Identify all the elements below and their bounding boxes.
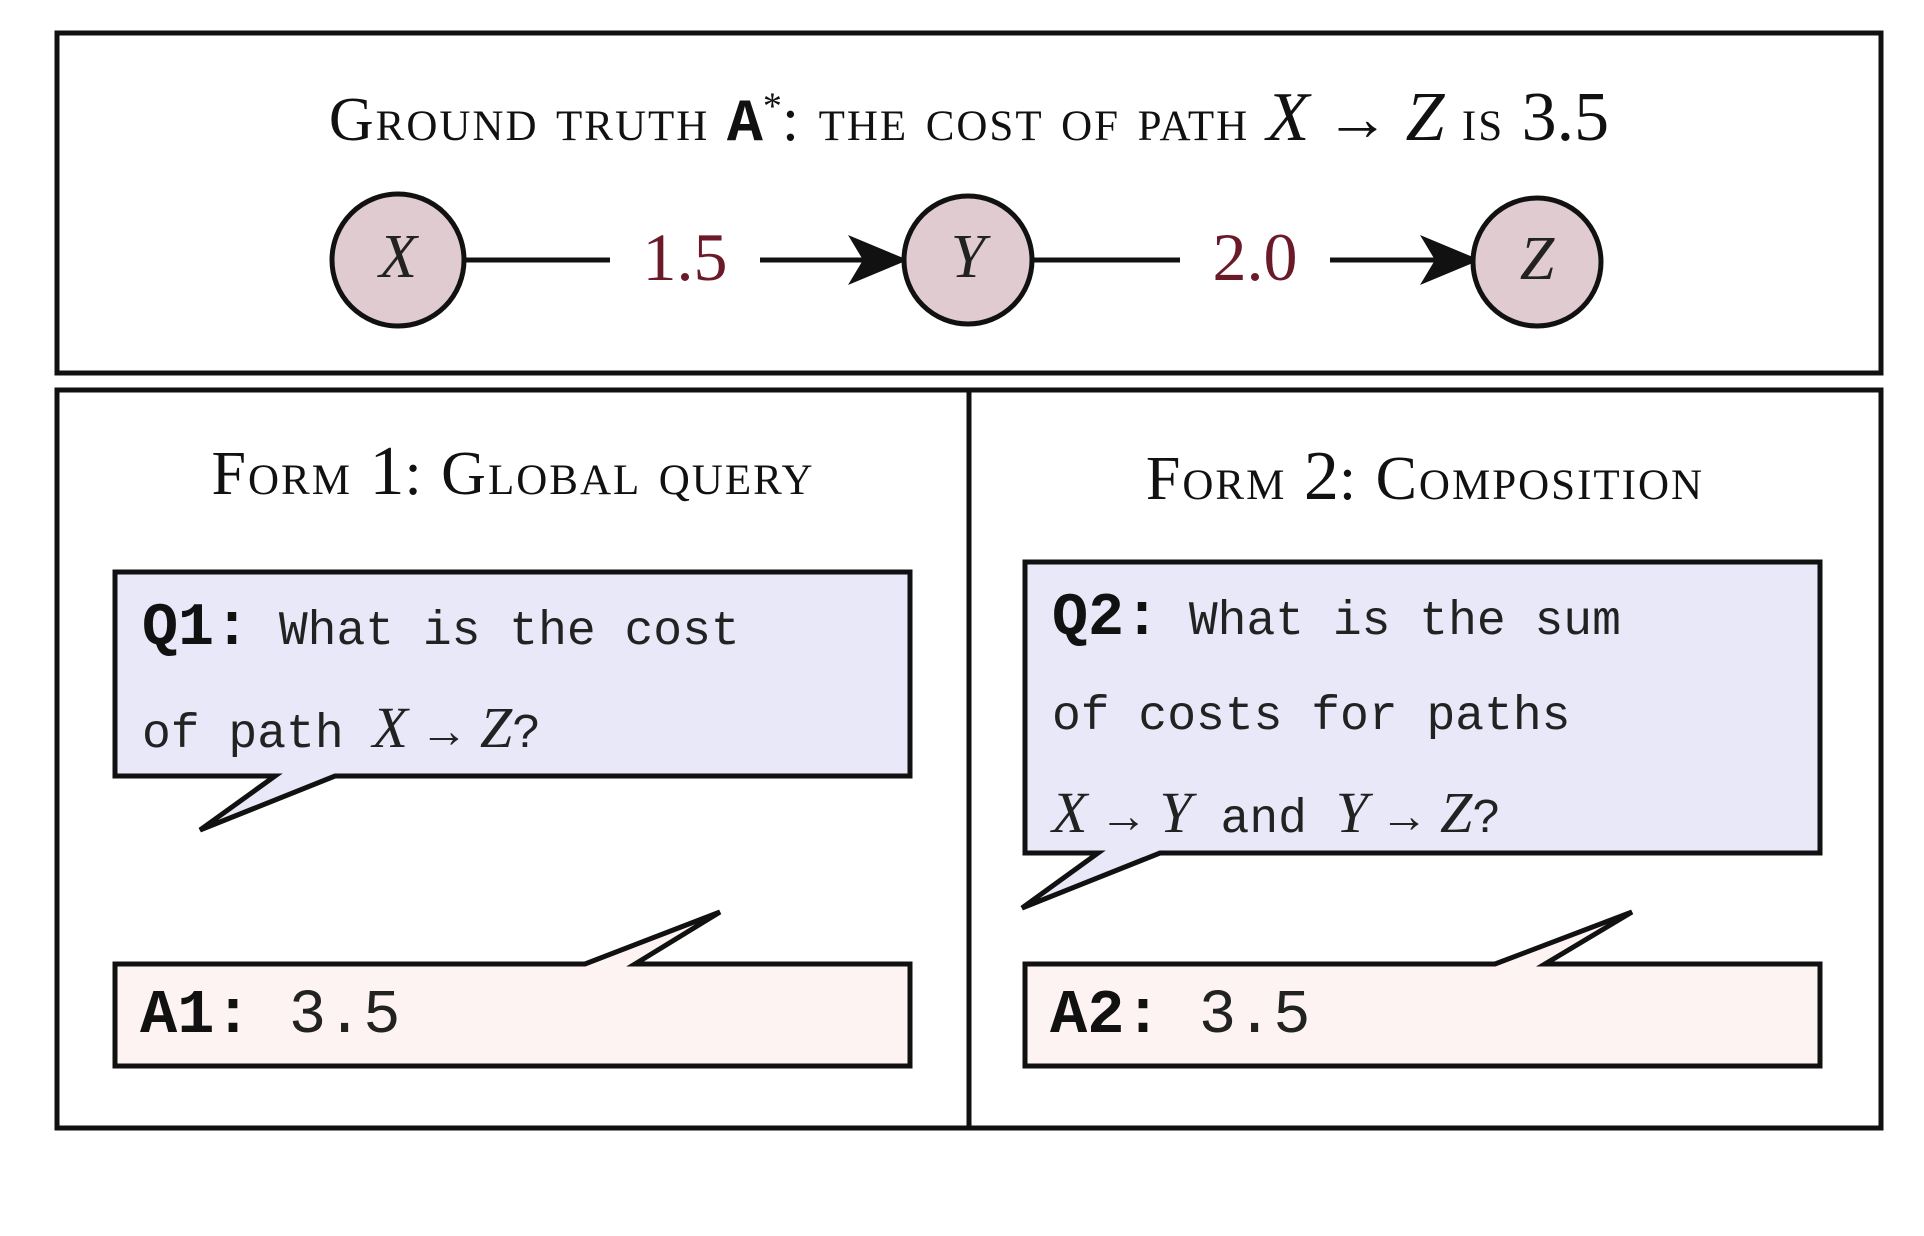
form1-q-from: X (372, 695, 408, 760)
form1-title-prefix: Form (211, 440, 370, 508)
node-y (901, 193, 1035, 327)
form1-title: Form 1: Global query (57, 432, 969, 512)
form2-p2-arrow: → (1380, 790, 1428, 843)
form1-q-end: ? (512, 708, 541, 762)
form2-p1-to: Y (1159, 780, 1192, 845)
form2-p1-arrow: → (1099, 790, 1148, 843)
form2-title-num: 2 (1303, 438, 1339, 515)
ground-truth-title: Ground truth A*: the cost of path X → Z … (57, 78, 1881, 159)
form2-answer-tag: A2: (1050, 980, 1162, 1051)
form1-answer-bubble (112, 909, 913, 1069)
gt-value: 3.5 (1521, 79, 1610, 156)
form1-title-suffix: : Global query (404, 440, 815, 508)
form1-question-text: Q1: What is the cost of path X → Z? (142, 582, 740, 783)
form2-question-bubble (1020, 559, 1823, 911)
form2-title-suffix: : Composition (1338, 445, 1705, 513)
node-z-label: Z (1519, 225, 1555, 293)
ground-truth-panel (54, 30, 1884, 376)
form2-answer-bubble (1022, 909, 1823, 1069)
edge-y-z-weight: 2.0 (1212, 219, 1298, 295)
form2-question-text: Q2: What is the sum of costs for paths X… (1052, 572, 1621, 868)
gt-symbol: A (726, 91, 763, 159)
gt-to: Z (1405, 79, 1445, 156)
edge-x-y-weight: 1.5 (642, 219, 728, 295)
form1-question-line1: What is the cost (278, 605, 740, 659)
form1-q-to: Z (479, 695, 513, 760)
form2-question-line1: What is the sum (1188, 595, 1621, 649)
form1-question-bubble (112, 569, 913, 833)
gt-prefix: Ground truth (328, 86, 727, 154)
form1-answer-tag: A1: (140, 980, 252, 1051)
gt-arrow: → (1325, 83, 1390, 154)
form1-question-line2: of path (142, 708, 373, 762)
form2-p2-to: Z (1440, 780, 1473, 845)
gt-middle: : the cost of path (781, 86, 1267, 154)
form2-and: and (1191, 793, 1336, 847)
gt-from: X (1266, 79, 1310, 156)
form1-title-num: 1 (369, 433, 405, 510)
node-x (329, 191, 467, 329)
form2-p2-from: Y (1335, 780, 1368, 845)
form2-answer: A2: 3.5 (1050, 980, 1310, 1051)
form1-question-tag: Q1: (142, 595, 251, 663)
node-y-label: Y (950, 223, 986, 291)
form1-answer-value: 3.5 (288, 980, 401, 1051)
form2-question-tag: Q2: (1052, 585, 1161, 653)
form2-panel (966, 387, 1884, 1131)
node-z (1470, 195, 1604, 329)
form2-title: Form 2: Composition (969, 437, 1881, 517)
form2-question-line2: of costs for paths (1052, 690, 1571, 744)
node-x-label: X (379, 223, 417, 291)
form2-title-prefix: Form (1145, 445, 1304, 513)
form1-answer: A1: 3.5 (140, 980, 400, 1051)
form1-q-arrow: → (419, 705, 468, 758)
gt-suffix: is (1444, 86, 1522, 154)
gt-star: * (762, 85, 782, 128)
form2-p1-from: X (1052, 780, 1088, 845)
form2-q-end: ? (1472, 793, 1502, 847)
form2-answer-value: 3.5 (1198, 980, 1311, 1051)
